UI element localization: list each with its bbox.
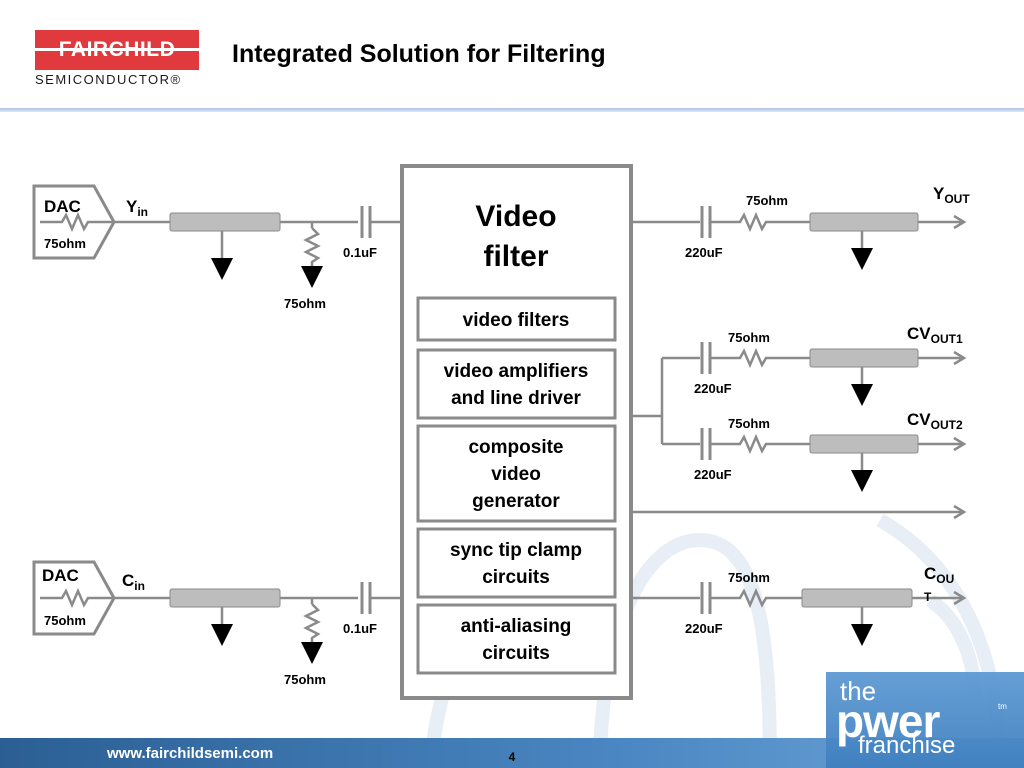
- block-title-line2: filter: [483, 240, 548, 273]
- cv-out2-label: CVOUT2: [907, 410, 963, 432]
- coupling-cap-c-label: 0.1uF: [343, 621, 377, 636]
- module-box-composite: [416, 424, 617, 523]
- page-number: 4: [508, 750, 516, 764]
- module-box-sync-clamp: [416, 527, 617, 599]
- ground-icon: [851, 384, 873, 406]
- arrow-head: [953, 350, 967, 366]
- cable-c-in: [169, 588, 281, 608]
- module-box-anti-aliasing: [416, 603, 617, 675]
- series-resistor-c-out-label: 75ohm: [728, 570, 770, 585]
- arrow-head: [953, 590, 967, 606]
- dac-c-resistor-icon: [40, 587, 114, 609]
- output-cap-cv2-label: 220uF: [694, 467, 732, 482]
- dac-y-shape: [32, 184, 116, 260]
- dac-y-label: DAC: [44, 197, 81, 216]
- module-label: circuits: [482, 643, 550, 664]
- series-resistor-y-icon: [710, 211, 812, 233]
- ground-icon: [851, 470, 873, 492]
- ground-icon: [851, 248, 873, 270]
- cable-y-in: [169, 212, 281, 232]
- module-label: composite: [468, 437, 563, 458]
- fairchild-logo: [35, 30, 199, 70]
- arrow-head: [953, 504, 967, 520]
- cable-cv-out2: [809, 434, 919, 454]
- series-resistor-cv2-label: 75ohm: [728, 416, 770, 431]
- brand-power: pwer: [836, 695, 940, 747]
- shunt-resistor-c-icon: [303, 603, 321, 642]
- logo-name: FAIRCHILD: [58, 38, 176, 61]
- dac-c-label: DAC: [42, 566, 79, 585]
- arrow-head: [953, 214, 967, 230]
- power-franchise-logo: the pwer tm franchise: [830, 676, 1020, 760]
- ground-icon: [851, 624, 873, 646]
- module-label: video amplifiers: [444, 361, 589, 382]
- y-input-chain: [32, 184, 402, 266]
- module-label: sync tip clamp: [450, 540, 582, 561]
- coupling-cap-y-label: 0.1uF: [343, 245, 377, 260]
- output-cap-y-label: 220uF: [685, 245, 723, 260]
- logo-subtitle: SEMICONDUCTOR®: [35, 72, 182, 87]
- cv-out1-label: CVOUT1: [907, 324, 963, 346]
- y-in-label: Yin: [126, 197, 148, 219]
- module-label: video: [491, 464, 541, 485]
- dac-y-resistor-icon: [40, 211, 114, 233]
- series-resistor-cv1-icon: [710, 347, 812, 369]
- shunt-resistor-y-icon: [303, 227, 321, 266]
- output-cap-c-out-label: 220uF: [685, 621, 723, 636]
- ground-icon: [301, 642, 323, 664]
- module-label: anti-aliasing: [461, 616, 572, 637]
- slide-title: Integrated Solution for Filtering: [232, 40, 606, 68]
- module-label: and line driver: [451, 388, 581, 409]
- module-label: circuits: [482, 567, 550, 588]
- series-resistor-y-label: 75ohm: [746, 193, 788, 208]
- series-resistor-cv2-icon: [710, 433, 812, 455]
- output-wiring: [631, 206, 967, 624]
- c-out-label-wrap: T: [924, 590, 932, 604]
- ground-icon: [301, 266, 323, 288]
- c-in-label: Cin: [122, 571, 145, 593]
- shunt-resistor-y-label: 75ohm: [284, 296, 326, 311]
- output-cap-cv1-label: 220uF: [694, 381, 732, 396]
- series-resistor-cv1-label: 75ohm: [728, 330, 770, 345]
- footer-url: www.fairchildsemi.com: [107, 745, 274, 762]
- series-resistor-c-out-icon: [710, 587, 804, 609]
- module-box-amplifiers: [416, 348, 617, 420]
- brand-tm: tm: [998, 702, 1007, 711]
- arrow-head: [953, 436, 967, 452]
- shunt-resistor-c-label: 75ohm: [284, 672, 326, 687]
- cable-c-out: [801, 588, 913, 608]
- ground-icon: [211, 258, 233, 280]
- dac-c-shape: [32, 560, 116, 636]
- brand-badge: [826, 672, 1024, 768]
- cable-y-out: [809, 212, 919, 232]
- header-divider: [0, 108, 1024, 112]
- dac-c-resistor-label: 75ohm: [44, 613, 86, 628]
- c-out-label: COU: [924, 564, 954, 586]
- block-title-line1: Video: [475, 200, 556, 233]
- brand-franchise: franchise: [858, 732, 956, 759]
- brand-the: the: [840, 676, 877, 706]
- module-label: generator: [472, 491, 560, 512]
- dac-y-resistor-label: 75ohm: [44, 236, 86, 251]
- ground-icon: [211, 624, 233, 646]
- module-box-video-filters: [416, 296, 617, 342]
- cable-cv-out1: [809, 348, 919, 368]
- y-out-label: YOUT: [933, 184, 970, 206]
- module-label: video filters: [463, 310, 570, 331]
